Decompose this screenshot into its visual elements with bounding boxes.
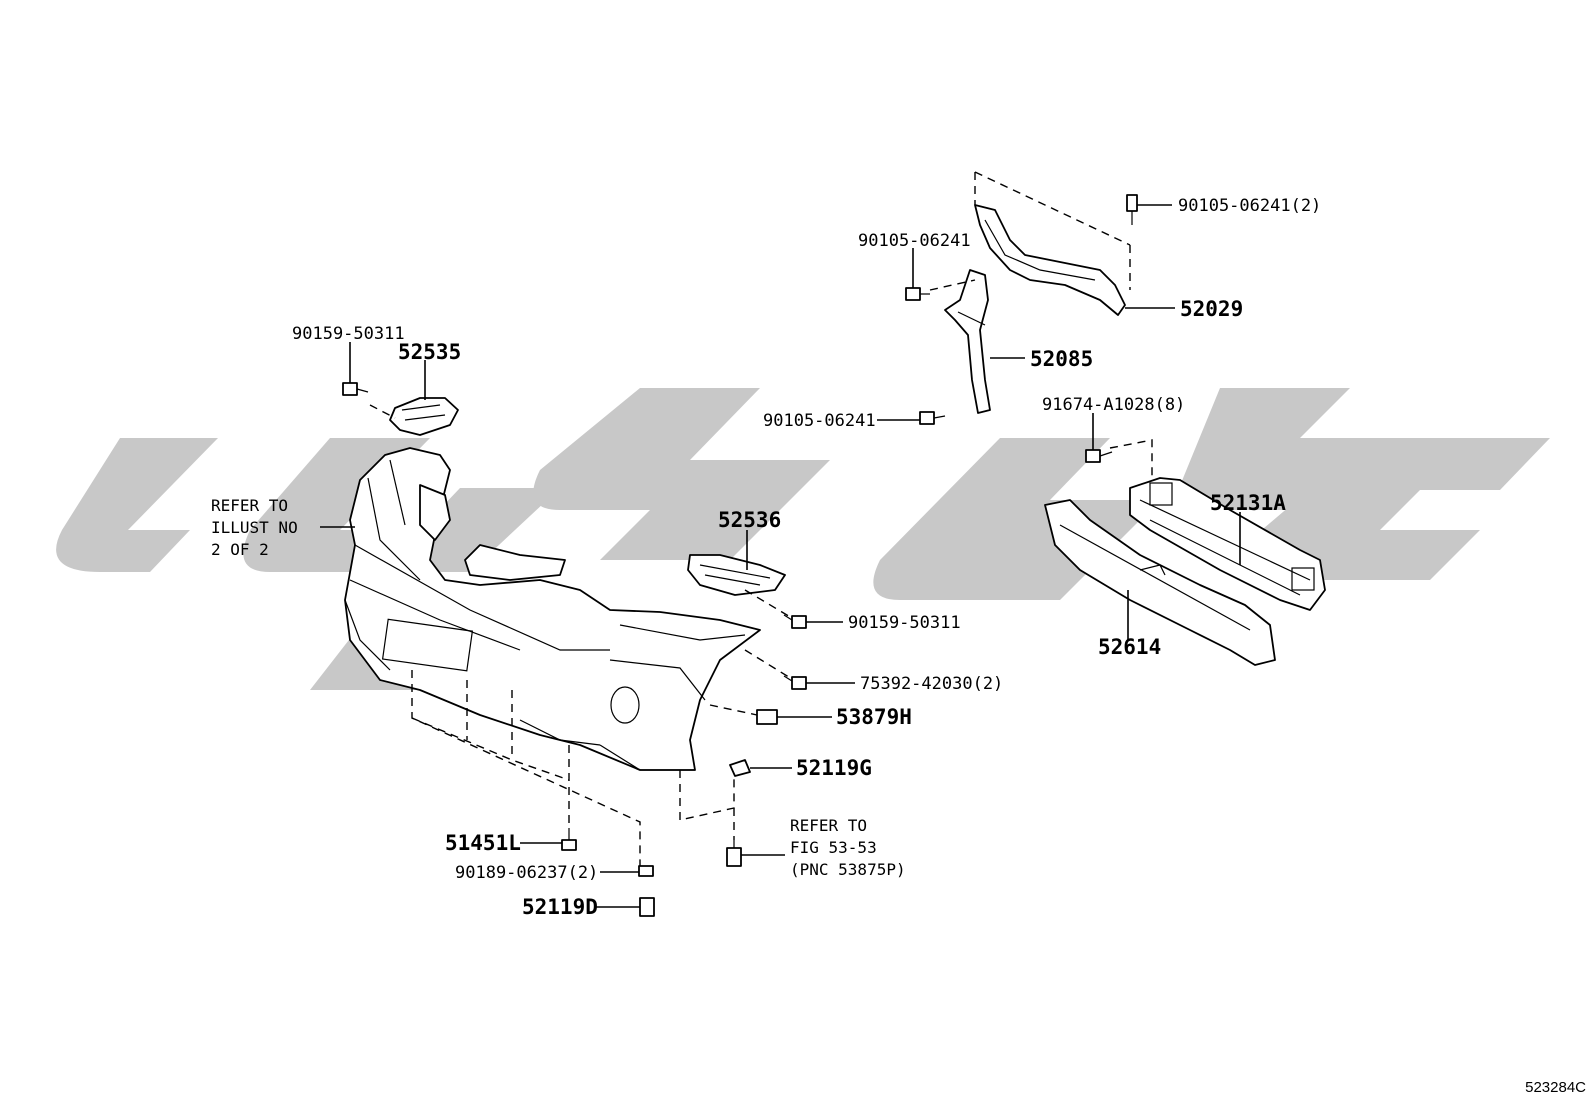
refer-note-line: 2 OF 2 xyxy=(211,540,269,559)
refer-note-line: (PNC 53875P) xyxy=(790,860,906,879)
refer-note-line: REFER TO xyxy=(211,496,288,515)
label-52119G: 52119G xyxy=(796,756,872,780)
absorber-52614 xyxy=(1044,499,1276,666)
refer-note-bottom: REFER TO FIG 53-53 (PNC 53875P) xyxy=(790,816,906,879)
reinforcement-52131A xyxy=(1129,477,1326,611)
label-53879H: 53879H xyxy=(836,705,912,729)
refer-note-left: REFER TO ILLUST NO 2 OF 2 xyxy=(211,496,298,559)
label-91674-A1028: 91674-A1028(8) xyxy=(1042,395,1185,415)
fasteners xyxy=(342,194,1138,917)
label-52085: 52085 xyxy=(1030,347,1093,371)
label-90159-50311-top: 90159-50311 xyxy=(292,324,405,344)
label-90105-06241-top: 90105-06241 xyxy=(858,231,971,251)
label-52614: 52614 xyxy=(1098,635,1161,659)
bracket-52085 xyxy=(944,269,991,414)
label-75392-42030: 75392-42030(2) xyxy=(860,674,1003,694)
watermark-logo xyxy=(56,388,1550,690)
bracket-52535 xyxy=(389,397,459,436)
label-90159-50311-mid: 90159-50311 xyxy=(848,613,961,633)
leader-lines xyxy=(320,204,1241,908)
refer-note-line: FIG 53-53 xyxy=(790,838,877,857)
label-52029: 52029 xyxy=(1180,297,1243,321)
refer-note-line: REFER TO xyxy=(790,816,867,835)
bracket-52536 xyxy=(687,554,786,596)
support-52029 xyxy=(974,204,1126,316)
label-52536: 52536 xyxy=(718,508,781,532)
refer-note-line: ILLUST NO xyxy=(211,518,298,537)
dashed-lines xyxy=(369,171,1153,866)
label-90105-06241-mid: 90105-06241 xyxy=(763,411,876,431)
label-90189-06237: 90189-06237(2) xyxy=(455,863,598,883)
label-90105-06241-2-top: 90105-06241(2) xyxy=(1178,196,1321,216)
bumper-cover xyxy=(344,447,761,771)
diagram-id: 523284C xyxy=(1525,1079,1586,1096)
label-52535: 52535 xyxy=(398,340,461,364)
label-52119D: 52119D xyxy=(522,895,598,919)
label-51451L: 51451L xyxy=(445,831,521,855)
label-52131A: 52131A xyxy=(1210,491,1286,515)
